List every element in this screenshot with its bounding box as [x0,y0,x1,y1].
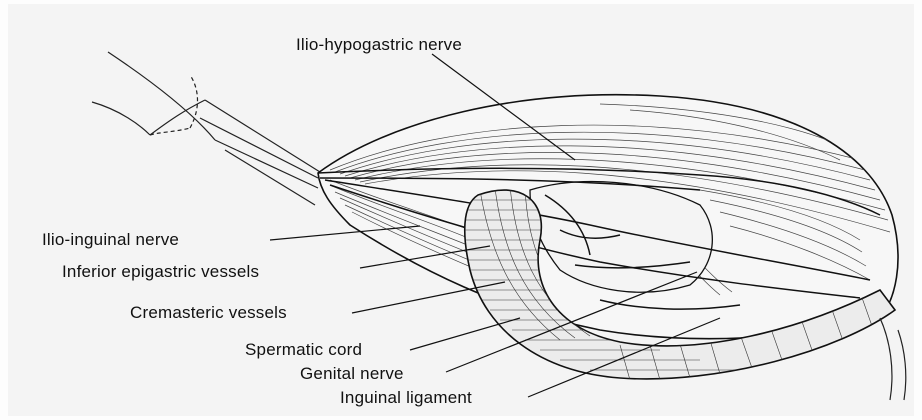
label-inguinal-ligament: Inguinal ligament [340,388,472,408]
label-ilio-hypogastric-nerve: Ilio-hypogastric nerve [296,35,462,55]
right-contour [880,318,906,400]
label-inferior-epigastric-vessels: Inferior epigastric vessels [62,262,259,282]
label-cremasteric-vessels: Cremasteric vessels [130,303,287,323]
label-ilio-inguinal-nerve: Ilio-inguinal nerve [42,230,179,250]
retractor-lines [92,52,320,205]
label-genital-nerve: Genital nerve [300,364,404,384]
label-spermatic-cord: Spermatic cord [245,340,362,360]
